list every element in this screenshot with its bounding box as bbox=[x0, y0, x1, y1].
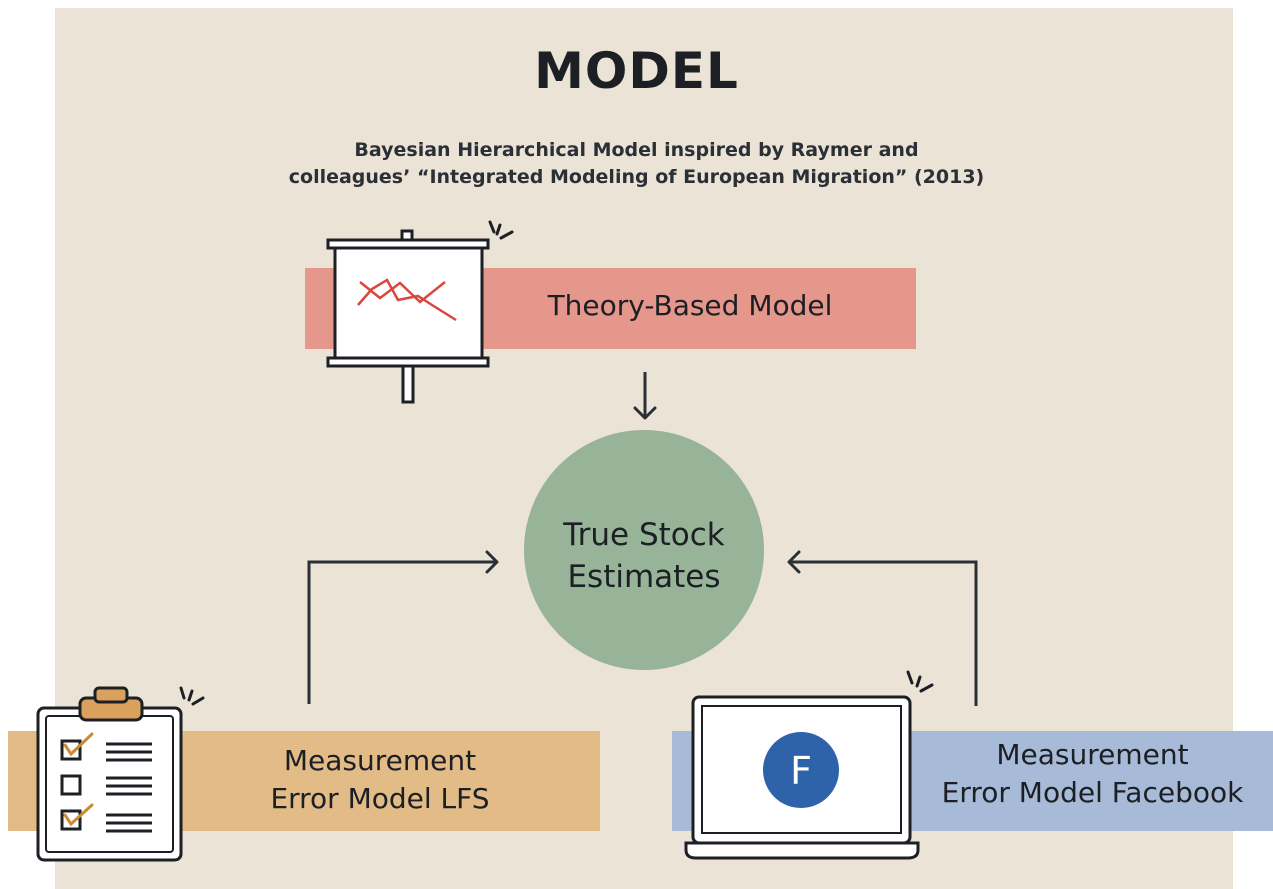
lfs-label-line-1: Measurement bbox=[283, 744, 477, 777]
diagram-subtitle: Bayesian Hierarchical Model inspired by … bbox=[0, 137, 1273, 191]
estimates-line-1: True Stock bbox=[563, 517, 725, 553]
presentation-board-icon bbox=[326, 220, 514, 404]
lfs-model-label: Measurement Error Model LFS bbox=[200, 742, 560, 818]
estimates-line-2: Estimates bbox=[567, 559, 721, 595]
facebook-label-line-1: Measurement bbox=[996, 738, 1189, 771]
arrow-lfs-to-estimates bbox=[307, 550, 499, 704]
subtitle-line-2: colleagues’ “Integrated Modeling of Euro… bbox=[288, 166, 985, 188]
true-stock-estimates-label: True Stock Estimates bbox=[524, 514, 764, 598]
facebook-logo-icon: F bbox=[763, 732, 839, 808]
facebook-model-label: Measurement Error Model Facebook bbox=[905, 736, 1273, 812]
clipboard-checklist-icon bbox=[36, 686, 205, 862]
diagram-title: MODEL bbox=[534, 42, 739, 100]
facebook-logo-letter: F bbox=[790, 749, 812, 793]
subtitle-line-1: Bayesian Hierarchical Model inspired by … bbox=[354, 139, 919, 161]
facebook-label-line-2: Error Model Facebook bbox=[941, 776, 1244, 809]
arrow-theory-to-estimates bbox=[633, 372, 657, 420]
lfs-label-line-2: Error Model LFS bbox=[270, 782, 490, 815]
arrow-facebook-to-estimates bbox=[787, 550, 978, 706]
theory-model-label: Theory-Based Model bbox=[547, 289, 833, 322]
true-stock-estimates-node bbox=[524, 430, 764, 670]
